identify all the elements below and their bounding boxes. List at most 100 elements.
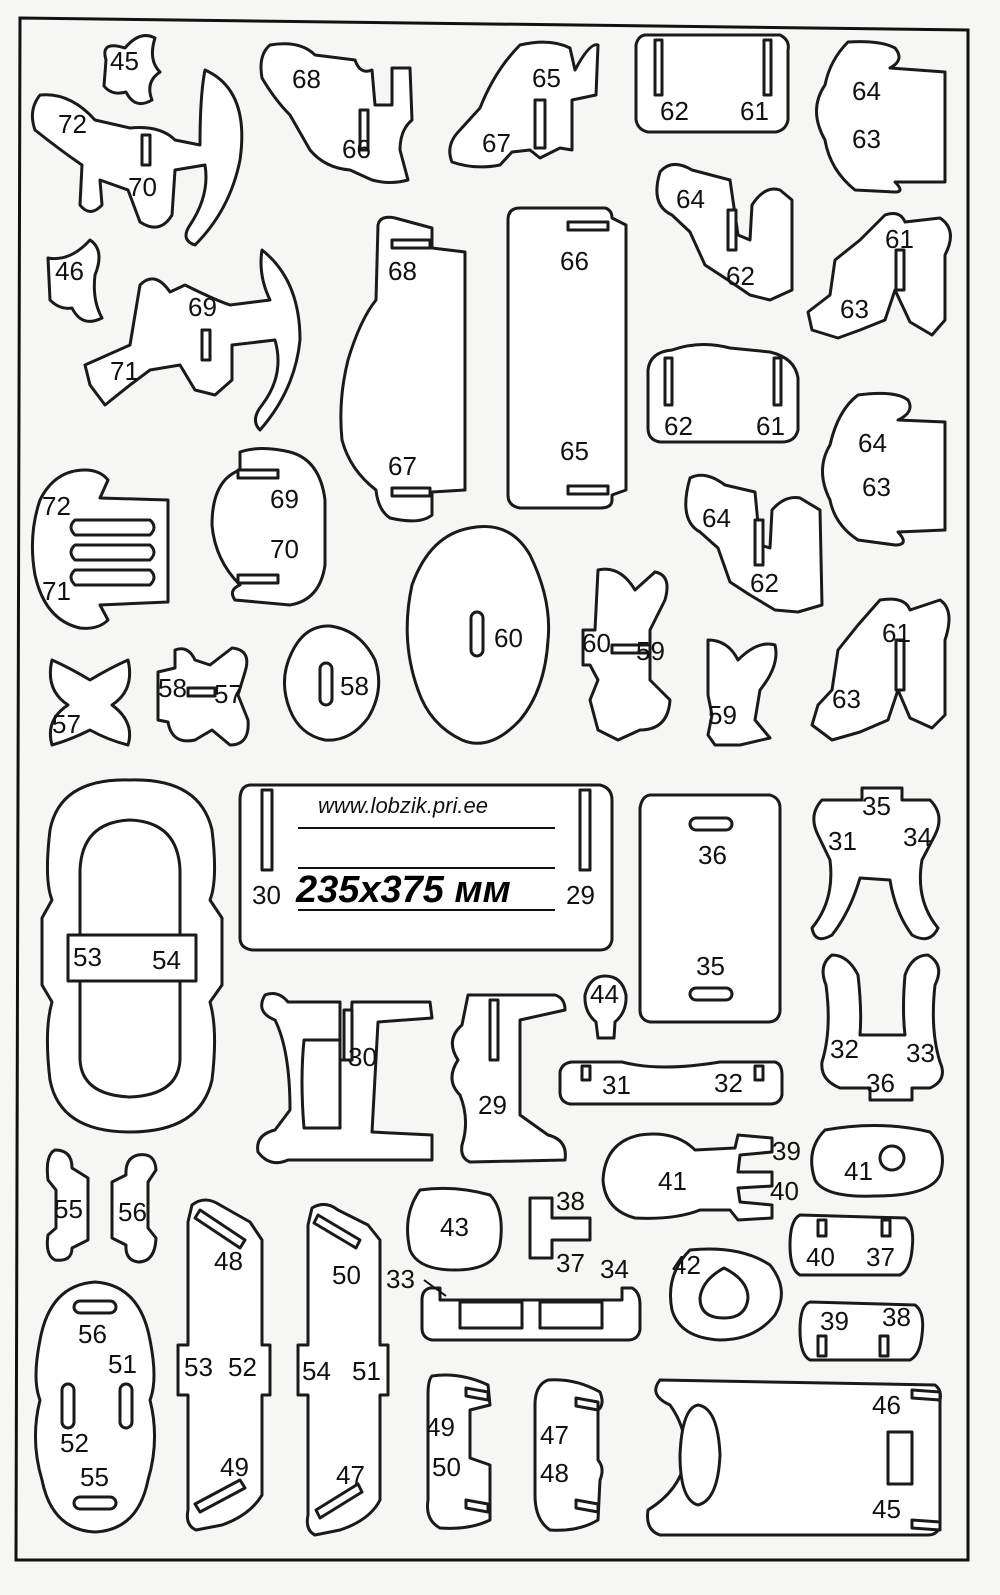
piece-64-62-mid: [655, 163, 794, 302]
label-49-b: 49: [426, 1412, 455, 1442]
label-50-a: 50: [332, 1260, 361, 1290]
piece-64-63-top: [815, 40, 947, 194]
label-33-b: 33: [386, 1264, 415, 1294]
piece-39-38: [798, 1300, 925, 1362]
piece-30: [256, 992, 434, 1165]
label-56-b: 56: [78, 1319, 107, 1349]
label-68-b: 68: [388, 256, 417, 286]
label-64-d: 64: [702, 503, 731, 533]
piece-59: [706, 638, 778, 747]
label-36-b: 36: [866, 1068, 895, 1098]
piece-49-50: [426, 1373, 492, 1530]
piece-64-62-low: [684, 473, 824, 614]
label-61-c: 61: [882, 618, 911, 648]
piece-56-a: [110, 1153, 158, 1264]
label-47-a: 47: [336, 1460, 365, 1490]
piece-45: [102, 34, 162, 106]
label-62-a: 62: [660, 96, 689, 126]
label-67-b: 67: [388, 451, 417, 481]
label-63-d: 63: [832, 684, 861, 714]
piece-32-33-36: [820, 953, 944, 1102]
label-30-b: 30: [348, 1042, 377, 1072]
label-53-b: 53: [184, 1352, 213, 1382]
label-59-a: 59: [636, 636, 665, 666]
piece-66-65-panel: [506, 206, 628, 510]
label-39-a: 39: [772, 1136, 801, 1166]
piece-29: [450, 993, 567, 1164]
label-51-a: 51: [352, 1356, 381, 1386]
piece-40-37: [788, 1213, 915, 1277]
label-65: 65: [532, 63, 561, 93]
website-url: www.lobzik.pri.ee: [318, 793, 488, 818]
label-41-b: 41: [844, 1156, 873, 1186]
piece-70-72: [30, 68, 244, 247]
piece-58-57: [156, 646, 250, 747]
label-66-b: 66: [560, 246, 589, 276]
label-61-c: 61: [756, 411, 785, 441]
piece-41-oval: [810, 1123, 944, 1198]
label-68: 68: [292, 64, 321, 94]
label-64-a: 64: [852, 76, 881, 106]
label-60-a: 60: [494, 623, 523, 653]
sheet-border: [14, 16, 970, 1562]
label-70-b: 70: [270, 534, 299, 564]
label-69-b: 69: [270, 484, 299, 514]
piece-38-37: [528, 1196, 592, 1260]
label-45: 45: [110, 46, 139, 76]
label-34-a: 34: [903, 822, 932, 852]
label-38-b: 38: [882, 1302, 911, 1332]
label-54-a: 54: [152, 945, 181, 975]
label-71-a: 71: [110, 356, 139, 386]
label-56-a: 56: [118, 1197, 147, 1227]
piece-42: [668, 1247, 783, 1342]
label-63-b: 63: [840, 294, 869, 324]
piece-62-61-mid: [646, 343, 800, 444]
label-62-c: 62: [664, 411, 693, 441]
label-58-b: 58: [340, 671, 369, 701]
piece-60-59: [581, 567, 672, 742]
label-32-b: 32: [714, 1068, 743, 1098]
label-54-b: 54: [302, 1356, 331, 1386]
label-46: 46: [55, 256, 84, 286]
label-34-b: 34: [600, 1254, 629, 1284]
label-29-a: 29: [566, 880, 595, 910]
label-61-a: 61: [740, 96, 769, 126]
label-52-b: 52: [60, 1428, 89, 1458]
piece-41-39-40: [601, 1132, 774, 1222]
label-64-b: 64: [676, 184, 705, 214]
piece-44: [583, 974, 628, 1040]
label-29-b: 29: [478, 1090, 507, 1120]
label-55-a: 55: [54, 1194, 83, 1224]
piece-46-45: [646, 1378, 942, 1537]
label-37-a: 37: [556, 1248, 585, 1278]
label-39-b: 39: [820, 1306, 849, 1336]
label-62-d: 62: [750, 568, 779, 598]
label-64-c: 64: [858, 428, 887, 458]
label-30-a: 30: [252, 880, 281, 910]
piece-58-oval: [283, 624, 381, 742]
label-53-a: 53: [73, 942, 102, 972]
label-63-c: 63: [862, 472, 891, 502]
piece-61-63-low: [810, 597, 951, 742]
label-50-b: 50: [432, 1452, 461, 1482]
piece-56-51-52-55: [34, 1280, 156, 1534]
label-57-b: 57: [214, 679, 243, 709]
piece-33-34: [420, 1286, 642, 1342]
label-51-b: 51: [108, 1349, 137, 1379]
label-33-a: 33: [906, 1038, 935, 1068]
piece-69-70: [210, 447, 327, 607]
label-58-a: 58: [158, 673, 187, 703]
piece-69-71: [83, 248, 302, 432]
sheet-dimensions: 235x375 мм: [295, 869, 511, 911]
label-40-b: 40: [806, 1242, 835, 1272]
label-69-a: 69: [188, 292, 217, 322]
label-32-a: 32: [830, 1034, 859, 1064]
label-49-a: 49: [220, 1452, 249, 1482]
piece-62-61-top: [634, 33, 790, 134]
label-65-b: 65: [560, 436, 589, 466]
label-41-a: 41: [658, 1166, 687, 1196]
piece-31-32: [558, 1060, 784, 1106]
label-42: 42: [672, 1250, 701, 1280]
label-48-b: 48: [540, 1458, 569, 1488]
